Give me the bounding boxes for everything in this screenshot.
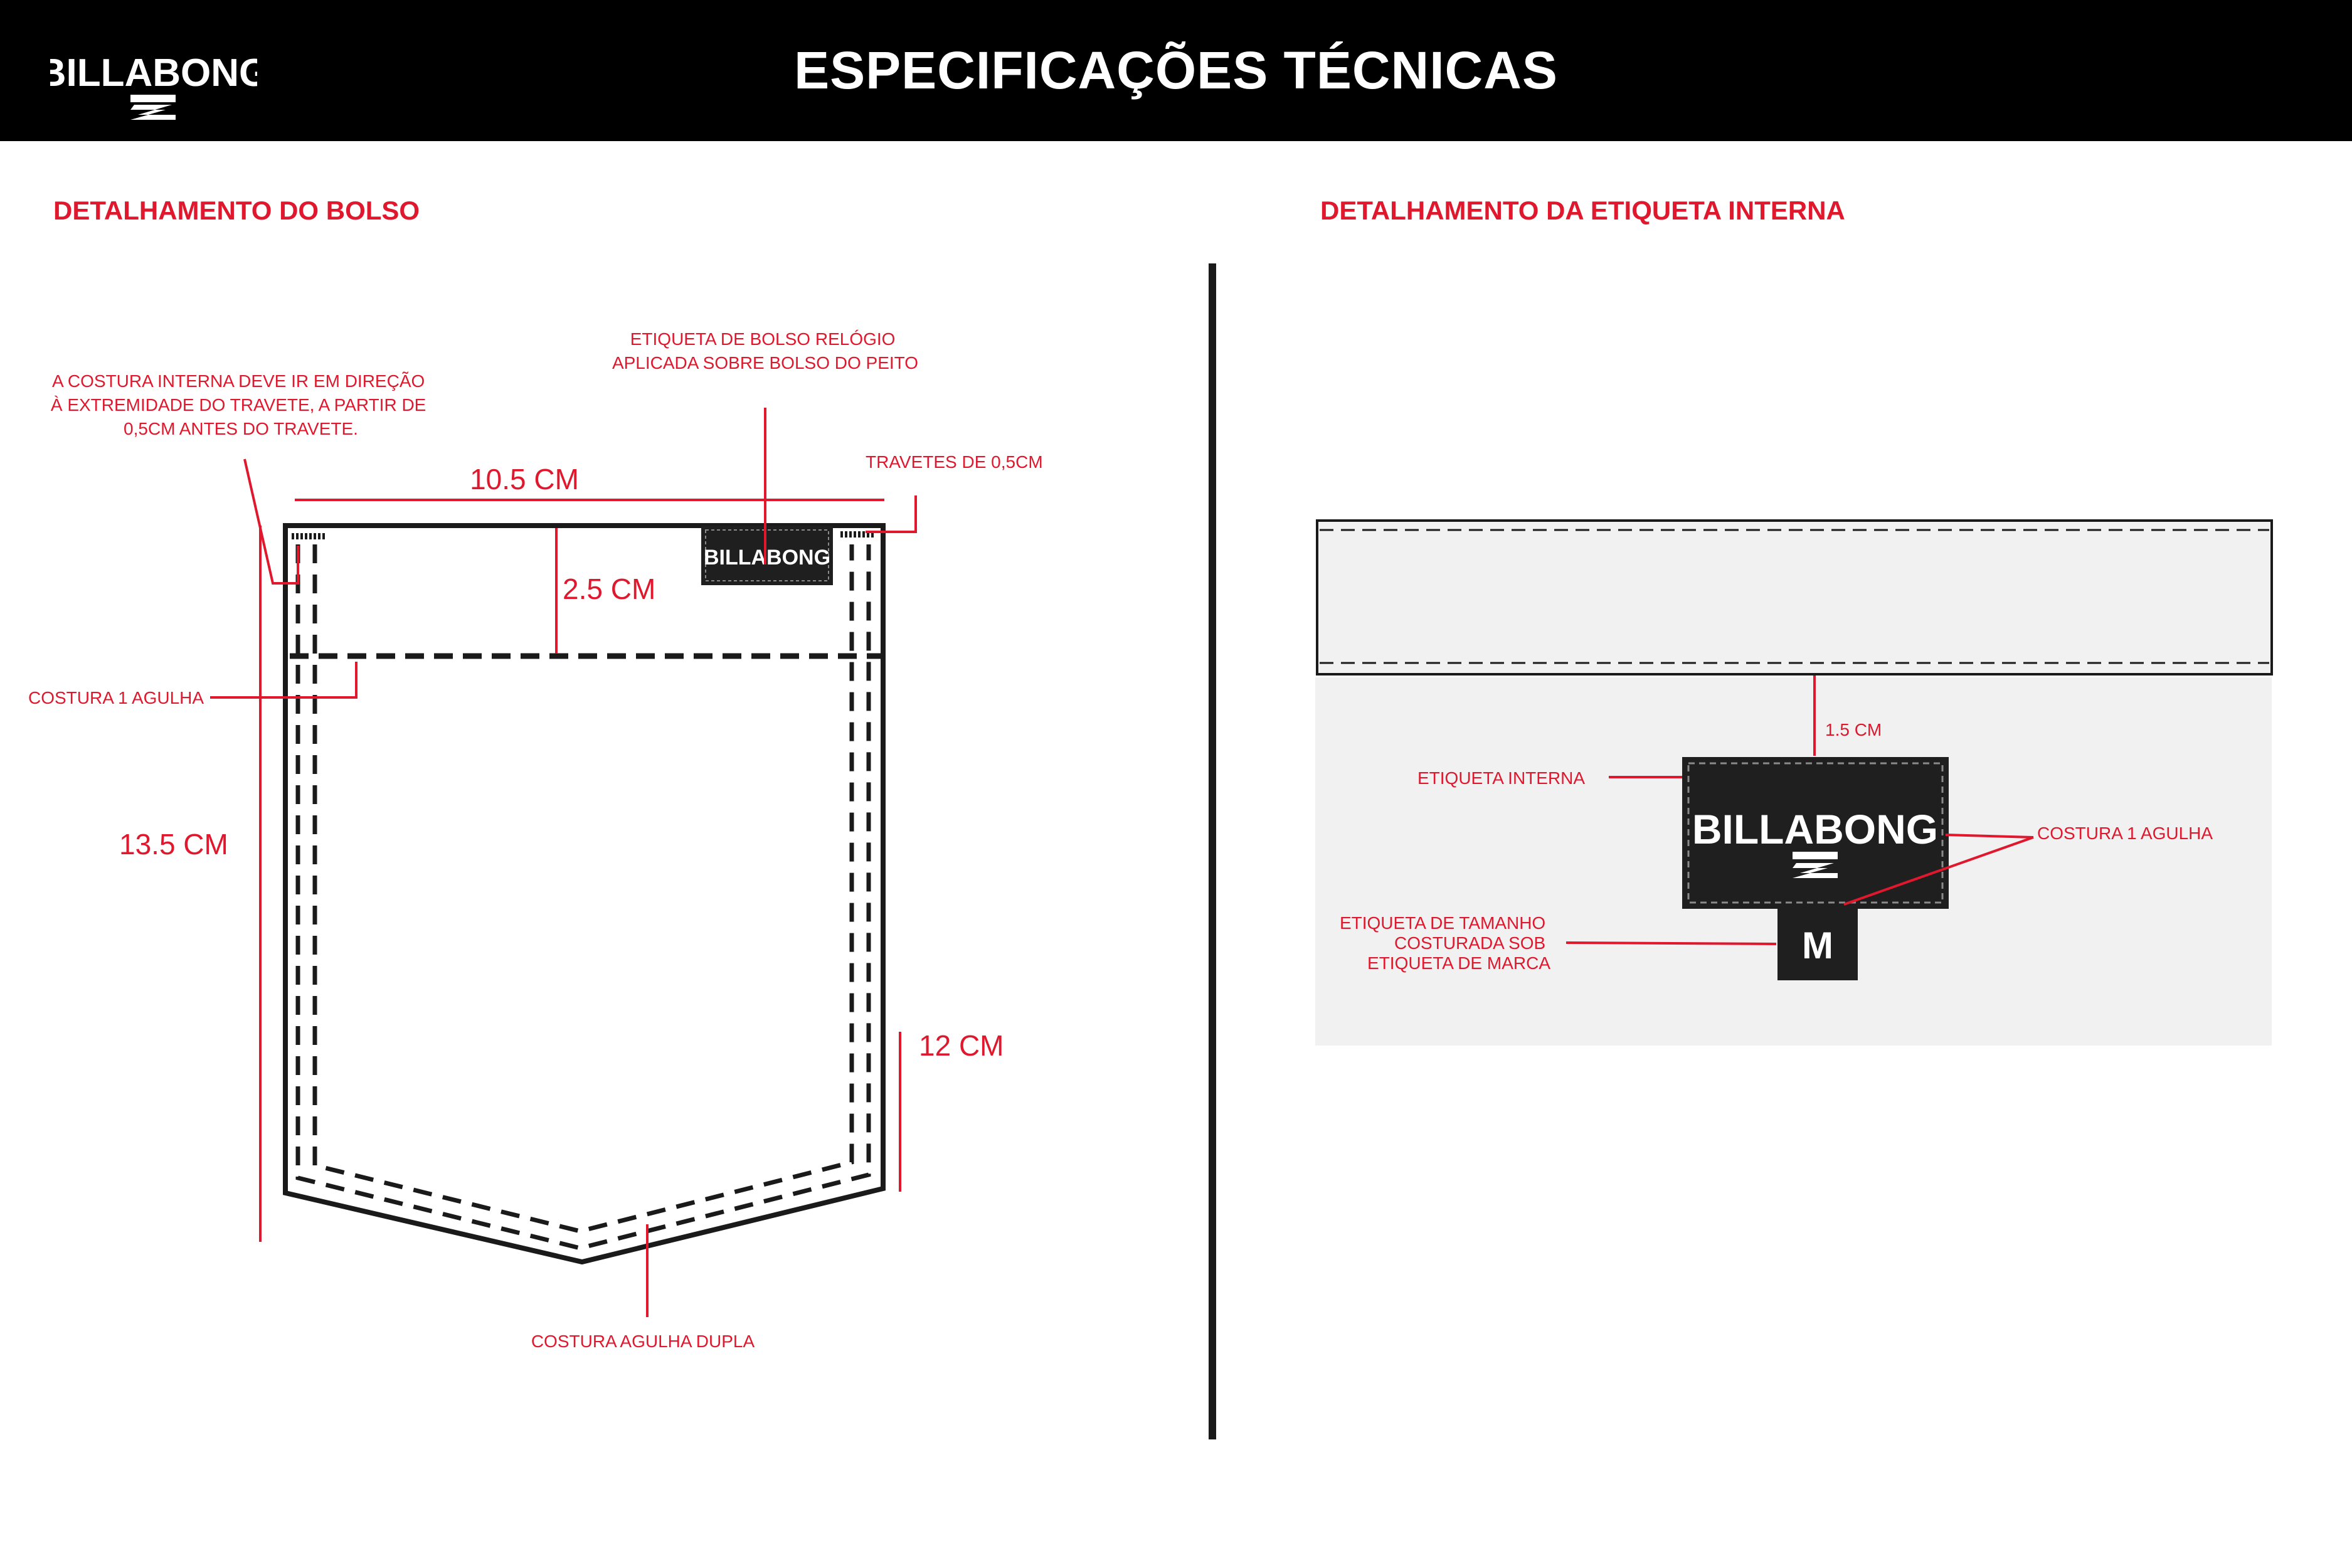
note-inner-seam-line-1: A COSTURA INTERNA DEVE IR EM DIREÇÃO <box>52 371 425 391</box>
note-label-line-1: ETIQUETA DE BOLSO RELÓGIO <box>630 329 896 349</box>
pocket-leaders <box>210 408 917 1317</box>
dim-flap: 2.5 CM <box>563 573 655 605</box>
dim-height: 13.5 CM <box>119 828 228 861</box>
neck-band <box>1316 519 2273 675</box>
note-bartack: TRAVETES DE 0,5CM <box>866 452 1043 472</box>
note-inner-label: ETIQUETA INTERNA <box>1417 768 1585 788</box>
note-double-needle: COSTURA AGULHA DUPLA <box>531 1332 755 1351</box>
note-label-line-2: APLICADA SOBRE BOLSO DO PEITO <box>612 353 918 373</box>
inner-label-leaders <box>1565 675 2034 945</box>
inner-label-drawing: M BILLABONG <box>1315 519 2273 1046</box>
logo-wordmark: BILLABONG <box>50 51 257 95</box>
pocket-brand-tag <box>701 526 833 585</box>
header-bar <box>0 0 2352 141</box>
size-tag-value: M <box>1802 924 1833 967</box>
note-size-label-line-1: ETIQUETA DE TAMANHO <box>1340 913 1545 933</box>
dim-offset: 1.5 CM <box>1825 720 1882 739</box>
note-single-needle: COSTURA 1 AGULHA <box>28 688 204 707</box>
pocket-drawing: BILLABONG <box>283 523 886 1265</box>
note-inner-seam-line-2: À EXTREMIDADE DO TRAVETE, A PARTIR DE <box>51 395 426 415</box>
note-inner-single-needle: COSTURA 1 AGULHA <box>2037 824 2213 843</box>
svg-text:ETIQUETA DE TAMANHO COSTUR: ETIQUETA DE TAMANHO COSTURADA SOB ETIQUE… <box>1340 913 1550 973</box>
pocket-section-title: DETALHAMENTO DO BOLSO <box>53 196 420 225</box>
svg-text:ETIQUETA DE BOLSO RELÓGIO: ETIQUETA DE BOLSO RELÓGIO APLICADA SOBRE… <box>612 329 918 373</box>
note-size-label-line-3: ETIQUETA DE MARCA <box>1367 953 1550 973</box>
pocket-tag-brand: BILLABONG <box>704 546 830 569</box>
note-size-label-line-2: COSTURADA SOB <box>1394 933 1545 953</box>
size-tag <box>1777 906 1858 980</box>
tech-spec-diagram: BILLABONG A COSTURA INTERNA DEVE IR EM D… <box>28 263 2273 1439</box>
svg-text:A COSTURA INTERNA DEVE IR EM D: A COSTURA INTERNA DEVE IR EM DIREÇÃO À E… <box>51 371 431 438</box>
inner-label-brand: BILLABONG <box>1692 806 1938 852</box>
dim-width: 10.5 CM <box>470 463 579 495</box>
label-section-title: DETALHAMENTO DA ETIQUETA INTERNA <box>1320 196 1845 225</box>
section-divider <box>1209 263 1216 1439</box>
billabong-logo-icon: BILLABONG <box>38 34 269 122</box>
dim-side: 12 CM <box>919 1029 1004 1062</box>
page-title: ESPECIFICAÇÕES TÉCNICAS <box>794 41 1558 100</box>
note-inner-seam-line-3: 0,5CM ANTES DO TRAVETE. <box>124 419 358 438</box>
